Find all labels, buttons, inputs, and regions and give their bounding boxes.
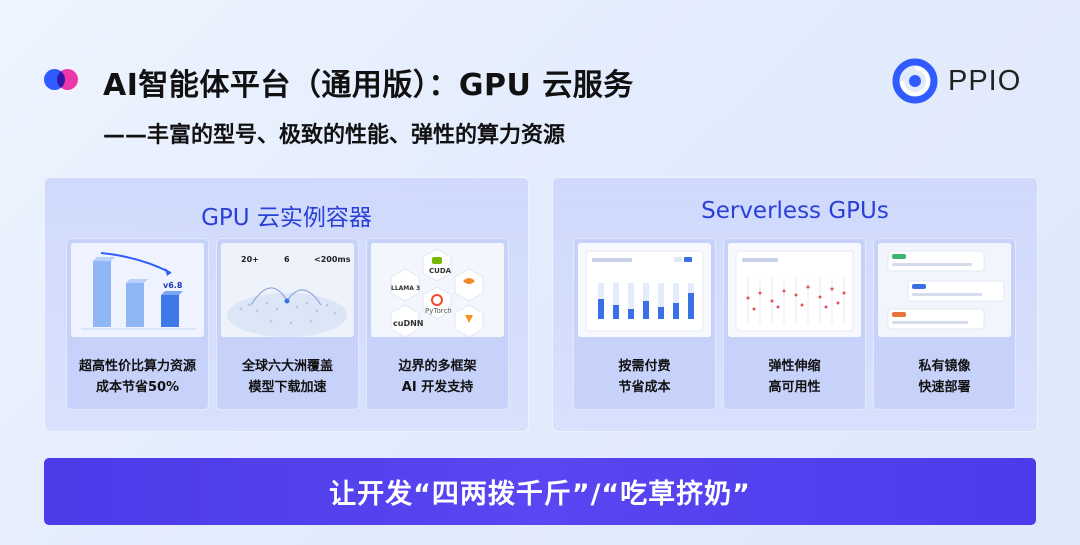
feature-card-pay-as-you-go[interactable]: 按需付费 节省成本 bbox=[573, 238, 716, 410]
card-line-1: 私有镜像 bbox=[918, 359, 971, 374]
page-title: AI智能体平台（通用版）：GPU 云服务 bbox=[103, 68, 634, 103]
card-line-2: 高可用性 bbox=[768, 380, 821, 395]
card-line-1: 全球六大洲覆盖 bbox=[241, 359, 333, 374]
framework-pytorch: PyTorch bbox=[425, 307, 452, 315]
gpu-cloud-instance-panel: GPU 云实例容器 v6.8 超高性价比算力资源 成本节省50% bbox=[44, 177, 529, 432]
cost-bar-illustration: v6.8 bbox=[71, 243, 204, 337]
feature-card-private-image[interactable]: 私有镜像 快速部署 bbox=[873, 238, 1016, 410]
framework-cuda: CUDA bbox=[429, 267, 452, 275]
framework-cudnn: cuDNN bbox=[393, 319, 424, 328]
framework-llama: LLAMA 3 bbox=[391, 285, 421, 292]
card-line-2: 节省成本 bbox=[618, 380, 671, 395]
card-line-2: AI 开发支持 bbox=[401, 380, 474, 395]
stat-continents: 6 bbox=[284, 255, 290, 264]
brand-dots-icon bbox=[44, 69, 80, 91]
ppio-logo-icon bbox=[892, 58, 938, 104]
card-line-2: 模型下载加速 bbox=[248, 380, 327, 395]
cost-label: v6.8 bbox=[163, 281, 183, 290]
slogan-text: 让开发“四两拨千斤”/“吃草挤奶” bbox=[329, 479, 751, 510]
pink-dot bbox=[57, 69, 78, 90]
stat-regions: 20+ bbox=[241, 255, 259, 264]
usage-bar-illustration bbox=[578, 243, 711, 337]
card-line-1: 超高性价比算力资源 bbox=[78, 359, 196, 374]
logo-text: PPIO bbox=[948, 64, 1022, 97]
feature-card-autoscaling[interactable]: 弹性伸缩 高可用性 bbox=[723, 238, 866, 410]
serverless-gpus-panel: Serverless GPUs bbox=[552, 177, 1038, 432]
feature-card-frameworks[interactable]: CUDA LLAMA 3 PyTorch cuDNN 边界的多框架 AI 开发支… bbox=[366, 238, 509, 410]
deploy-chat-illustration bbox=[878, 243, 1011, 337]
global-map-illustration: 20+ 6 <200ms bbox=[221, 243, 354, 337]
card-line-1: 弹性伸缩 bbox=[768, 359, 821, 374]
slogan-banner: 让开发“四两拨千斤”/“吃草挤奶” bbox=[44, 458, 1036, 525]
stat-latency: <200ms bbox=[314, 255, 351, 264]
framework-hex-illustration: CUDA LLAMA 3 PyTorch cuDNN bbox=[371, 243, 504, 337]
page-subtitle: ——丰富的型号、极致的性能、弹性的算力资源 bbox=[103, 123, 566, 148]
feature-card-global[interactable]: 20+ 6 <200ms 全球六大洲覆盖 模型下载加速 bbox=[216, 238, 359, 410]
card-line-1: 按需付费 bbox=[618, 359, 671, 374]
card-line-2: 快速部署 bbox=[918, 380, 971, 395]
card-line-2: 成本节省50% bbox=[95, 380, 180, 395]
panel-title: GPU 云实例容器 bbox=[201, 205, 372, 231]
feature-card-cost[interactable]: v6.8 超高性价比算力资源 成本节省50% bbox=[66, 238, 209, 410]
card-line-1: 边界的多框架 bbox=[398, 359, 477, 374]
panel-title: Serverless GPUs bbox=[701, 198, 889, 224]
scaling-scatter-illustration bbox=[728, 243, 861, 337]
ppio-logo: PPIO bbox=[892, 58, 1021, 104]
